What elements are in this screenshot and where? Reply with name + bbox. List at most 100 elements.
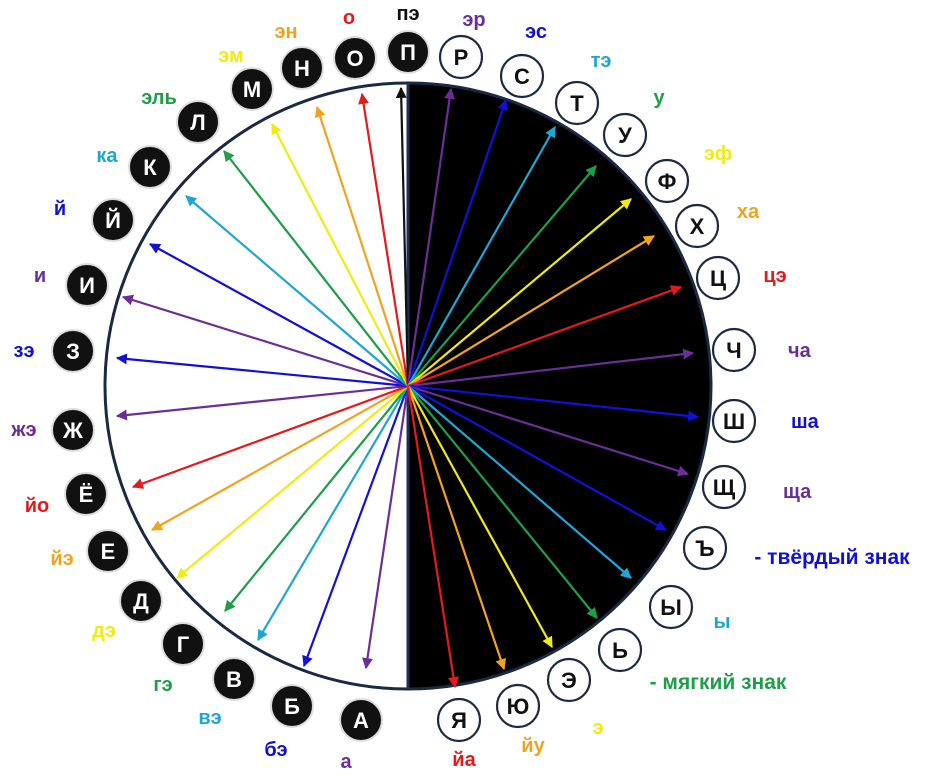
letter-name: й [54, 198, 66, 220]
letter-text: Д [133, 589, 149, 614]
arrow-left-15 [358, 92, 410, 387]
letter-name: зэ [14, 340, 35, 362]
letter-badge: С [499, 53, 545, 99]
letter-circle [280, 46, 324, 90]
letter-circle [64, 472, 108, 516]
letter-badge: Ш [711, 398, 757, 444]
letter-badge: З [51, 329, 95, 373]
letter-name: о [343, 7, 355, 29]
letter-circle [161, 622, 205, 666]
letter-name: - твёрдый знак [754, 546, 910, 569]
letter-text: М [243, 77, 261, 102]
letter-badge: Ъ [682, 525, 728, 571]
letter-badge: Р [438, 34, 484, 80]
letter-text: Ю [507, 694, 530, 719]
arrow-left-5 [151, 385, 409, 531]
letter-name: жэ [10, 419, 36, 441]
arrow-left-14 [314, 105, 410, 387]
letter-circle [648, 584, 694, 630]
letter-name: дэ [92, 620, 116, 642]
arrow-left-4 [176, 385, 409, 579]
letter-circle [386, 30, 430, 74]
letter-name: йа [452, 749, 476, 771]
arrow-left-13 [271, 123, 409, 387]
letter-circle [711, 398, 757, 444]
arrow-left-10 [149, 243, 409, 387]
letter-badge: Ч [711, 327, 757, 373]
letter-circle [128, 145, 172, 189]
letter-badge: В [212, 657, 256, 701]
letter-name: йэ [50, 548, 73, 570]
arrow-right-4 [407, 198, 632, 387]
letter-badge: Щ [701, 464, 747, 510]
letter-name: пэ [396, 3, 419, 25]
letter-circle [119, 579, 163, 623]
arrow-left-7 [115, 384, 409, 421]
arrow-left-11 [185, 195, 409, 387]
letter-name: эм [218, 45, 244, 67]
letter-text: П [400, 40, 416, 65]
arrow-right-1 [406, 98, 508, 387]
letter-text: Ь [612, 638, 628, 663]
letter-circle [91, 198, 135, 242]
letter-name: тэ [591, 50, 612, 72]
letter-circle [546, 657, 592, 703]
letter-text: К [143, 155, 157, 180]
arrow-right-8 [407, 384, 700, 422]
letter-badge: Ж [51, 408, 95, 452]
letter-badge: Т [554, 80, 600, 126]
arrow-right-6 [407, 285, 683, 388]
letter-badge: И [65, 263, 109, 307]
letter-name: бэ [264, 739, 287, 761]
letter-text: Е [101, 539, 116, 564]
letter-text: З [66, 339, 80, 364]
letter-circle [711, 327, 757, 373]
letter-name: ха [737, 201, 760, 223]
letter-name: а [340, 751, 352, 773]
arrow-left-6 [131, 384, 409, 489]
arrow-right-2 [407, 126, 556, 387]
letter-name: и [34, 265, 46, 287]
letter-circle [695, 255, 741, 301]
letter-badge: Ю [495, 683, 541, 729]
letter-circle [597, 627, 643, 673]
dark-half [408, 83, 711, 689]
letter-text: О [346, 46, 363, 71]
letter-text: С [514, 64, 530, 89]
letter-text: Ш [723, 409, 745, 434]
letter-text: И [79, 273, 95, 298]
arrow-left-3 [224, 385, 409, 612]
letter-badge: Я [436, 697, 482, 743]
letter-name: эф [704, 143, 733, 165]
letter-badge: О [333, 36, 377, 80]
letter-text: Ц [710, 266, 726, 291]
letter-text: А [353, 708, 369, 733]
letter-name: - мягкий знак [650, 671, 787, 694]
arrow-right-12 [407, 385, 598, 619]
arrow-right-14 [406, 385, 507, 671]
letter-name: ы [713, 611, 730, 633]
letter-text: Ё [79, 482, 94, 507]
letter-circle [682, 525, 728, 571]
letter-name: у [653, 87, 665, 109]
arrow-right-3 [407, 165, 597, 387]
letter-name: ча [788, 340, 812, 362]
letter-badge: Д [119, 579, 163, 623]
letter-name: гэ [153, 674, 172, 696]
letter-text: Э [561, 668, 577, 693]
letter-badge: Л [176, 100, 220, 144]
letter-name: вэ [198, 707, 221, 729]
letter-name: ка [96, 145, 118, 167]
letter-circle [65, 263, 109, 307]
letter-text: Л [190, 110, 205, 135]
letter-name: эн [274, 21, 297, 43]
wheel [103, 81, 713, 691]
letter-text: Б [284, 694, 300, 719]
letter-text: Т [570, 91, 584, 116]
letter-badge: Н [280, 46, 324, 90]
letter-circle [674, 203, 720, 249]
letter-circle [438, 34, 484, 80]
letter-name: ща [783, 481, 812, 503]
